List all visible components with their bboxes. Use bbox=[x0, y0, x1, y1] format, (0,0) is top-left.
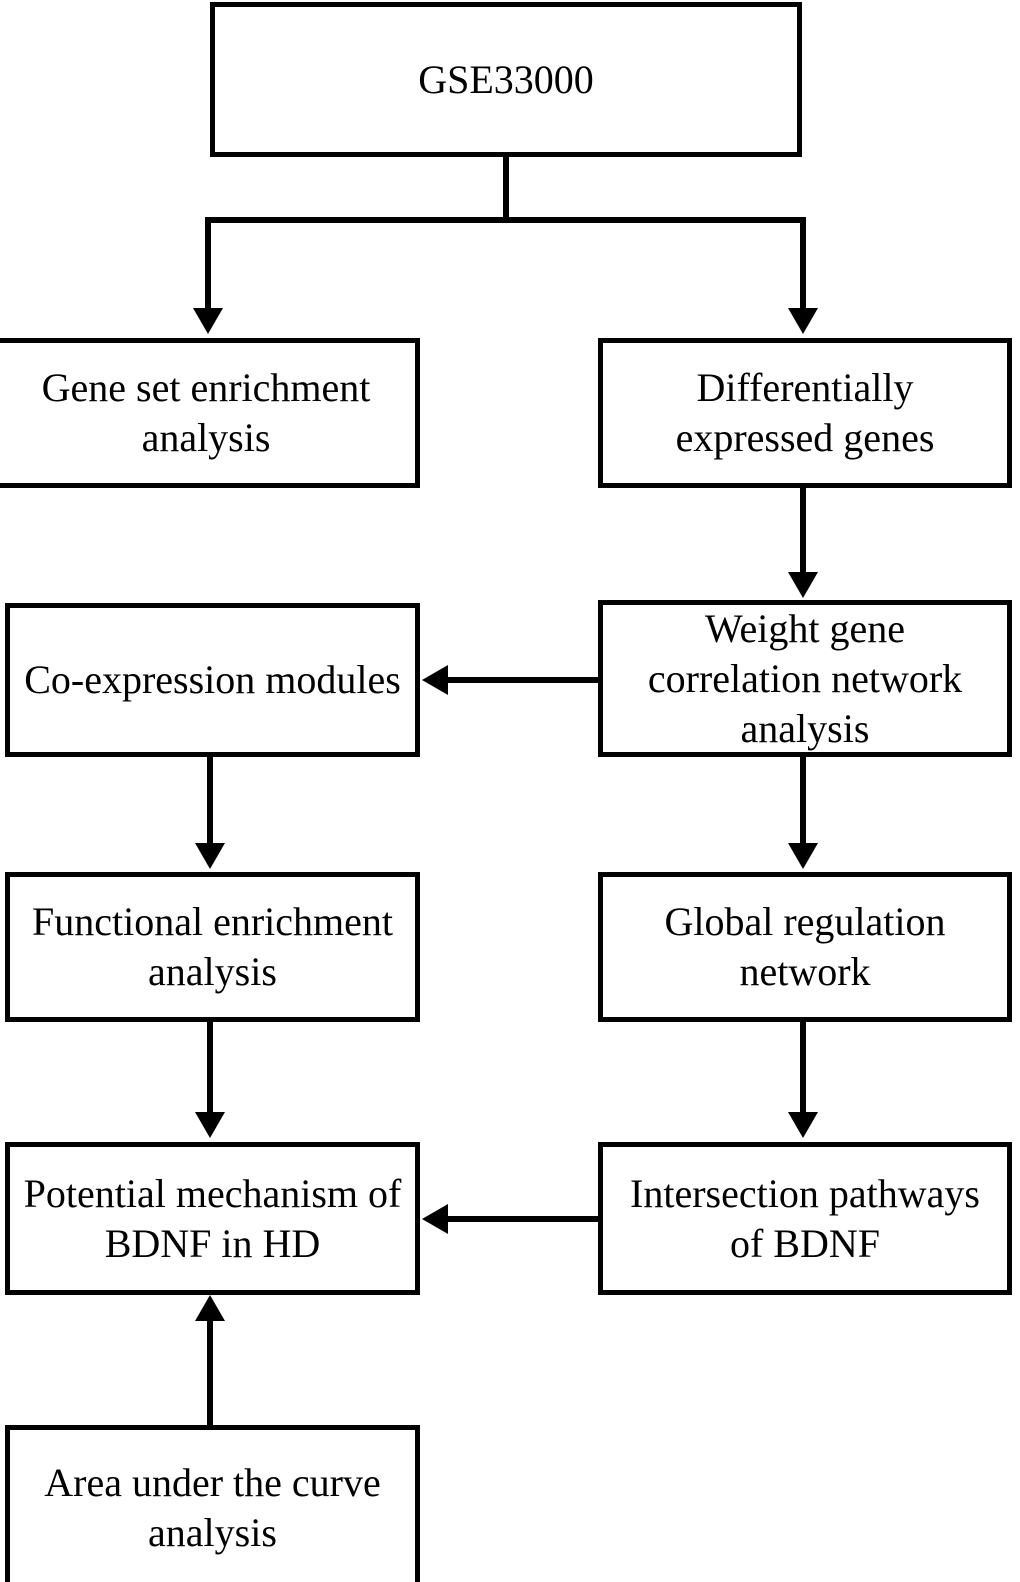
node-functional-enrichment-analysis[interactable]: Functional enrichment analysis bbox=[5, 872, 420, 1022]
node-area-under-the-curve-analysis[interactable]: Area under the curve analysis bbox=[5, 1425, 420, 1582]
edge-intersection-to-potential-arrowhead bbox=[422, 1204, 448, 1234]
node-global-regulation-network[interactable]: Global regulation network bbox=[598, 872, 1012, 1022]
node-co-expression-modules[interactable]: Co-expression modules bbox=[5, 603, 420, 757]
node-potential-mechanism[interactable]: Potential mechanism of BDNF in HD bbox=[5, 1142, 420, 1295]
edge-wgcna-to-coexpression-line bbox=[448, 677, 600, 683]
node-potential-mechanism-label: Potential mechanism of BDNF in HD bbox=[23, 1170, 402, 1266]
edge-functional-to-potential-arrowhead bbox=[195, 1112, 225, 1138]
node-intersection-pathways[interactable]: Intersection pathways of BDNF bbox=[598, 1142, 1012, 1295]
node-co-expression-modules-label: Co-expression modules bbox=[24, 657, 401, 702]
edge-auc-to-potential-arrowhead bbox=[195, 1295, 225, 1321]
edge-global-network-to-intersection-arrowhead bbox=[788, 1112, 818, 1138]
node-gene-set-enrichment-analysis-label: Gene set enrichment analysis bbox=[41, 365, 371, 460]
node-differentially-expressed-genes-label: Differentially expressed genes bbox=[675, 365, 935, 460]
node-functional-enrichment-analysis-label: Functional enrichment analysis bbox=[31, 899, 393, 994]
edge-wgcna-to-global-network-line bbox=[800, 757, 806, 847]
edge-coexpression-to-functional-arrowhead bbox=[195, 843, 225, 869]
edge-degs-to-wgcna-line bbox=[800, 488, 806, 576]
node-gene-set-enrichment-analysis[interactable]: Gene set enrichment analysis bbox=[0, 338, 420, 488]
node-wgcna[interactable]: Weight gene correlation network analysis bbox=[598, 600, 1012, 757]
edge-dataset-to-gsea-arrowhead bbox=[193, 308, 223, 334]
edge-dataset-bus bbox=[205, 217, 806, 223]
edge-coexpression-to-functional-line bbox=[207, 757, 213, 847]
node-intersection-pathways-label: Intersection pathways of BDNF bbox=[630, 1170, 980, 1266]
edge-dataset-to-gsea-line bbox=[205, 217, 211, 312]
node-global-regulation-network-label: Global regulation network bbox=[664, 899, 946, 994]
node-differentially-expressed-genes[interactable]: Differentially expressed genes bbox=[598, 338, 1012, 488]
node-dataset-label: GSE33000 bbox=[418, 56, 594, 102]
edge-dataset-stem bbox=[503, 157, 509, 223]
node-dataset[interactable]: GSE33000 bbox=[210, 2, 802, 157]
edge-wgcna-to-global-network-arrowhead bbox=[788, 843, 818, 869]
node-wgcna-label: Weight gene correlation network analysis bbox=[647, 605, 963, 751]
edge-intersection-to-potential-line bbox=[448, 1216, 600, 1222]
edge-degs-to-wgcna-arrowhead bbox=[788, 572, 818, 598]
edge-global-network-to-intersection-line bbox=[800, 1022, 806, 1114]
edge-auc-to-potential-line bbox=[207, 1320, 213, 1425]
edge-dataset-to-degs-line bbox=[800, 217, 806, 312]
node-area-under-the-curve-analysis-label: Area under the curve analysis bbox=[44, 1459, 381, 1555]
edge-functional-to-potential-line bbox=[207, 1022, 213, 1114]
edge-dataset-to-degs-arrowhead bbox=[788, 308, 818, 334]
edge-wgcna-to-coexpression-arrowhead bbox=[422, 665, 448, 695]
